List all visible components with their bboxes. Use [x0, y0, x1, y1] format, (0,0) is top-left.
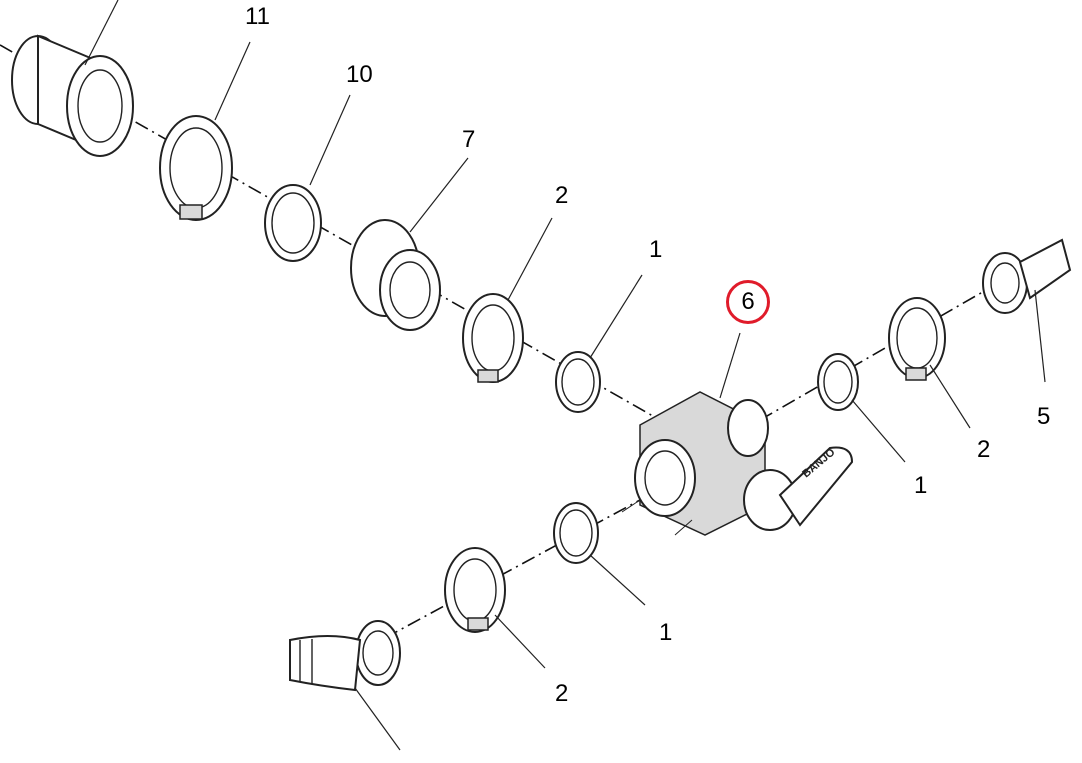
straight-fitting-part	[11, 0, 134, 157]
elbow-fitting-part	[289, 620, 401, 751]
callout-2-bottom: 2	[555, 680, 569, 707]
callout-1-top: 1	[649, 236, 663, 263]
callout-7: 7	[462, 126, 476, 153]
callout-2-top: 2	[555, 182, 569, 209]
main-axis-line	[0, 44, 661, 421]
clamp-part-2-top	[462, 217, 553, 383]
bottom-axis-line	[384, 499, 641, 639]
gasket-part-1-top	[555, 274, 643, 413]
callout-1-right: 1	[914, 472, 928, 499]
hose-barb-part-5	[982, 238, 1072, 383]
right-axis-line	[759, 281, 1001, 421]
gasket-part-1-bottom	[553, 502, 646, 606]
callout-2-right: 2	[977, 436, 991, 463]
clamp-part-2-bottom	[444, 547, 546, 669]
callout-6-highlighted: 6	[726, 280, 770, 324]
callout-10: 10	[346, 61, 373, 88]
clamp-part-11	[159, 41, 251, 221]
gasket-part-1-right	[817, 353, 906, 463]
valve-body-part-6: BANJO	[621, 332, 854, 536]
gasket-part-10	[264, 94, 351, 262]
clamp-part-2-right	[888, 297, 971, 429]
callout-1-bottom: 1	[659, 619, 673, 646]
callout-11: 11	[245, 3, 270, 30]
callout-5: 5	[1037, 403, 1051, 430]
adapter-part-7	[350, 157, 469, 331]
